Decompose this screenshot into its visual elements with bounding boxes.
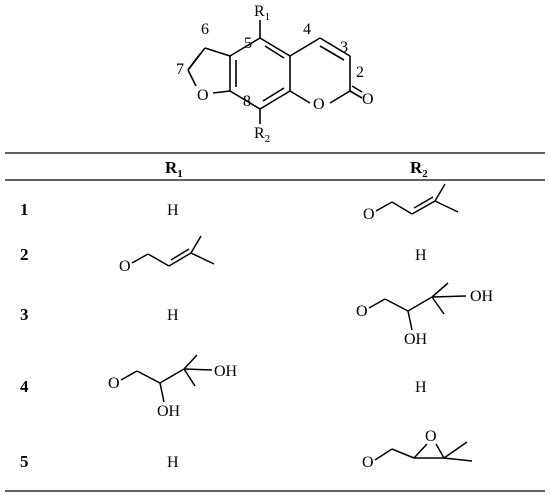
bond-c4b-c6 bbox=[204, 47, 231, 57]
bond-1c-double bbox=[413, 196, 434, 209]
bond-c7-o bbox=[187, 69, 197, 87]
bond-2c-double bbox=[170, 248, 190, 261]
compound-2-id: 2 bbox=[20, 245, 29, 264]
compound-4-r2-h: H bbox=[415, 379, 427, 396]
bond-3a bbox=[368, 298, 386, 309]
bond-o-c8b bbox=[212, 90, 231, 94]
compound-1-id: 1 bbox=[20, 200, 29, 219]
structure-r2-label: R2 bbox=[254, 125, 270, 145]
bond-5a bbox=[374, 448, 393, 461]
bond-1e bbox=[434, 200, 459, 213]
bond-2b bbox=[147, 253, 170, 267]
position-7: 7 bbox=[176, 61, 184, 78]
compound-4-id: 4 bbox=[20, 377, 29, 396]
compound-4-r1-oh-2: OH bbox=[157, 403, 181, 420]
bond-4c bbox=[159, 382, 165, 403]
bond-1a bbox=[375, 201, 393, 212]
bond-c8a-c8 bbox=[259, 90, 291, 110]
header-r2-sub: 2 bbox=[422, 168, 428, 180]
bond-4g bbox=[183, 368, 196, 387]
compound-3-r2-o: O bbox=[356, 303, 368, 320]
structure-r2-sub: 2 bbox=[265, 133, 271, 145]
compound-5-r2-o-epoxide: O bbox=[425, 428, 437, 445]
bond-4f bbox=[183, 368, 213, 371]
bond-4a bbox=[120, 370, 138, 381]
compound-5-id: 5 bbox=[20, 452, 29, 471]
bond-2c bbox=[168, 252, 192, 267]
compound-5-r1-h: H bbox=[167, 454, 179, 471]
compound-3-r2-oh-3: OH bbox=[470, 288, 494, 305]
bond-c4b-c5 bbox=[229, 37, 261, 57]
bond-2e bbox=[190, 252, 215, 265]
compound-3-r1-h: H bbox=[167, 307, 179, 324]
bond-5e bbox=[435, 443, 445, 459]
position-4: 4 bbox=[303, 21, 311, 38]
compound-2-r1-o: O bbox=[119, 258, 131, 275]
position-3: 3 bbox=[340, 39, 348, 56]
compound-3-id: 3 bbox=[20, 305, 29, 324]
bond-3b bbox=[384, 298, 409, 312]
compound-3-r2-dihydroxy: O OH OH bbox=[356, 282, 494, 348]
compound-5-r2-o-ether: O bbox=[362, 454, 374, 471]
header-r1-main: R bbox=[165, 158, 178, 177]
atom-o-carbonyl: O bbox=[362, 91, 374, 108]
atom-o-furan: O bbox=[197, 87, 209, 104]
bond-aromatic-inner-3 bbox=[262, 87, 285, 102]
bond-c4a-c4 bbox=[289, 37, 321, 57]
table-rules bbox=[5, 152, 545, 492]
compound-4-r1-dihydroxy: O OH OH bbox=[108, 354, 238, 420]
bond-c5-c4a bbox=[259, 37, 291, 57]
bond-o1-c8a bbox=[289, 90, 311, 104]
structure-r1-label: R1 bbox=[254, 3, 270, 23]
compound-1-r1-h: H bbox=[167, 202, 179, 219]
position-6: 6 bbox=[201, 21, 209, 38]
compound-2-r2-h: H bbox=[415, 247, 427, 264]
bond-3c bbox=[407, 310, 413, 331]
bond-c6-c7-double bbox=[187, 53, 201, 71]
compound-4-r1-oh-3: OH bbox=[214, 363, 238, 380]
bond-3g bbox=[431, 296, 445, 315]
position-2: 2 bbox=[356, 64, 364, 81]
structure-r2-main: R bbox=[254, 125, 265, 142]
bond-2a bbox=[131, 253, 149, 264]
atom-o-lactone: O bbox=[313, 96, 325, 113]
compound-1-r2-prenyloxy: O bbox=[363, 183, 459, 223]
bond-5d bbox=[413, 443, 428, 459]
position-8: 8 bbox=[243, 93, 251, 110]
bond-3f bbox=[431, 295, 467, 298]
bond-4e bbox=[183, 354, 198, 370]
header-r1-sub: 1 bbox=[177, 168, 183, 180]
bond-c2-o1 bbox=[329, 90, 351, 104]
bond-1d bbox=[434, 183, 446, 202]
header-r2: R2 bbox=[410, 158, 428, 180]
structure-r1-main: R bbox=[254, 3, 265, 20]
bond-c2-carbonyl-1 bbox=[349, 90, 363, 99]
core-structure bbox=[187, 20, 363, 124]
header-r1: R1 bbox=[165, 158, 183, 180]
bond-c4-c3 bbox=[319, 37, 351, 57]
bond-5g bbox=[443, 457, 473, 462]
bond-5f bbox=[443, 441, 468, 459]
bond-2d bbox=[190, 235, 202, 254]
compound-4-r1-o: O bbox=[108, 375, 120, 392]
bond-4b bbox=[136, 370, 161, 384]
bond-3e bbox=[431, 282, 449, 298]
compound-1-r2-o: O bbox=[363, 206, 375, 223]
structure-r1-sub: 1 bbox=[265, 11, 271, 23]
compound-3-r2-oh-2: OH bbox=[404, 331, 428, 348]
bond-aromatic-inner-1 bbox=[264, 45, 285, 59]
bond-4d bbox=[159, 368, 185, 384]
bond-3d bbox=[407, 296, 433, 312]
bond-c2-carbonyl-2 bbox=[351, 85, 363, 93]
bond-1c bbox=[411, 200, 436, 215]
compound-2-r1-prenyloxy: O bbox=[119, 235, 215, 275]
bond-c8-c8b bbox=[229, 90, 261, 110]
bond-5b bbox=[391, 448, 415, 459]
bond-1b bbox=[391, 201, 413, 215]
header-r2-main: R bbox=[410, 158, 423, 177]
bond-c4-c3-double bbox=[319, 45, 345, 61]
compound-5-r2-epoxy: O O bbox=[362, 428, 473, 471]
position-5: 5 bbox=[244, 35, 252, 52]
